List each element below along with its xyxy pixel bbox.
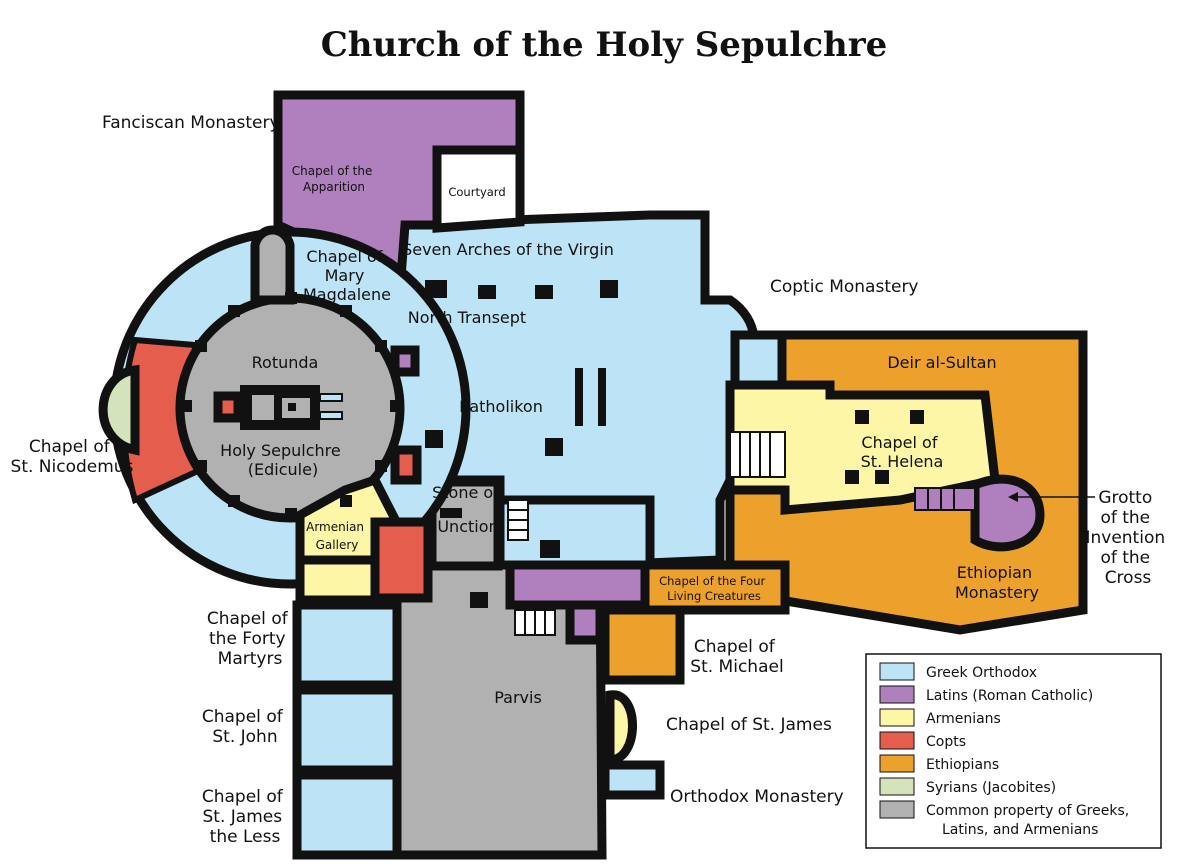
rotunda-piers — [180, 292, 402, 520]
label-katholikon: Katholikon — [459, 397, 543, 416]
label-nicodemus: Chapel of St. Nicodemus — [11, 437, 134, 477]
labels: Fanciscan Monastery Chapel of the Appari… — [11, 113, 1170, 847]
label-st-john: Chapel of St. John — [202, 707, 288, 747]
region-armenian-south — [295, 555, 380, 605]
legend-swatch-ethiopian — [879, 754, 915, 773]
region-st-james-less — [292, 770, 402, 860]
legend-box — [865, 653, 1162, 849]
legend-swatch-syrian — [879, 777, 915, 796]
region-courtyard — [432, 145, 525, 233]
label-ethiopian-monastery: Ethiopian Monastery — [955, 563, 1039, 602]
stairs — [507, 431, 976, 636]
legend-swatch-common — [879, 800, 915, 819]
legend-label-armenian: Armenians — [926, 711, 1001, 727]
legend-swatch-copt — [879, 731, 915, 750]
label-apparition: Chapel of the Apparition — [292, 164, 376, 194]
region-latin-small-south — [565, 600, 605, 645]
label-coptic-monastery: Coptic Monastery — [770, 277, 919, 297]
region-rotunda-north-apse — [250, 225, 295, 305]
label-magdalene: Chapel of Mary Magdalene — [303, 247, 391, 304]
legend-label-greek: Greek Orthodox — [926, 665, 1037, 681]
label-seven-arches: Seven Arches of the Virgin — [402, 240, 614, 259]
label-st-james: Chapel of St. James — [666, 715, 832, 735]
map-title: Church of the Holy Sepulchre — [321, 25, 888, 65]
region-latin-small — [390, 345, 420, 377]
piers — [425, 280, 924, 608]
legend-label-syrian: Syrians (Jacobites) — [926, 780, 1056, 796]
legend-swatch-armenian — [879, 708, 915, 727]
region-copt-gallery — [370, 517, 433, 603]
label-st-michael: Chapel of St. Michael — [690, 637, 783, 677]
edicule — [240, 385, 343, 430]
region-grotto — [970, 474, 1045, 552]
grotto-callout — [1008, 492, 1095, 502]
region-copt-south — [390, 445, 422, 485]
label-armenian-gallery: Armenian Gallery — [306, 520, 368, 552]
legend-swatch-latin — [879, 685, 915, 704]
label-rotunda: Rotunda — [252, 353, 319, 372]
label-holy-sepulchre: Holy Sepulchre (Edicule) — [220, 441, 346, 479]
region-st-michael — [600, 605, 685, 685]
label-st-james-less: Chapel of St. James the Less — [202, 787, 288, 847]
region-orthodox-monastery — [600, 760, 665, 800]
label-forty-martyrs: Chapel of the Forty Martyrs — [207, 609, 293, 669]
label-orthodox-monastery: Orthodox Monastery — [670, 787, 844, 807]
label-four-creatures: Chapel of the Four Living Creatures — [659, 574, 769, 603]
label-st-helena: Chapel of St. Helena — [861, 433, 944, 471]
legend-label-ethiopian: Ethiopians — [926, 757, 999, 773]
region-copt-west — [213, 391, 243, 423]
label-stone-of-unction: Stone of Unction — [432, 483, 504, 536]
label-parvis: Parvis — [494, 688, 542, 707]
region-syrian-apse — [98, 364, 140, 456]
legend-swatch-greek — [879, 662, 915, 681]
label-north-transept: North Transept — [408, 308, 526, 327]
legend-label-copt: Copts — [926, 734, 966, 750]
region-latin-strip — [505, 560, 650, 610]
region-st-james — [605, 690, 637, 765]
region-forty-martyrs — [292, 600, 402, 690]
label-courtyard: Courtyard — [448, 185, 505, 199]
label-grotto: Grotto of the Invention of the Cross — [1085, 488, 1170, 588]
legend-label-latin: Latins (Roman Catholic) — [926, 688, 1093, 704]
legend-label-common: Common property of Greeks, — [926, 803, 1129, 819]
label-franciscan: Fanciscan Monastery — [102, 113, 280, 133]
label-deir-al-sultan: Deir al-Sultan — [887, 353, 996, 372]
region-st-john — [292, 685, 402, 775]
legend-label-common-line2: Latins, and Armenians — [942, 822, 1098, 838]
